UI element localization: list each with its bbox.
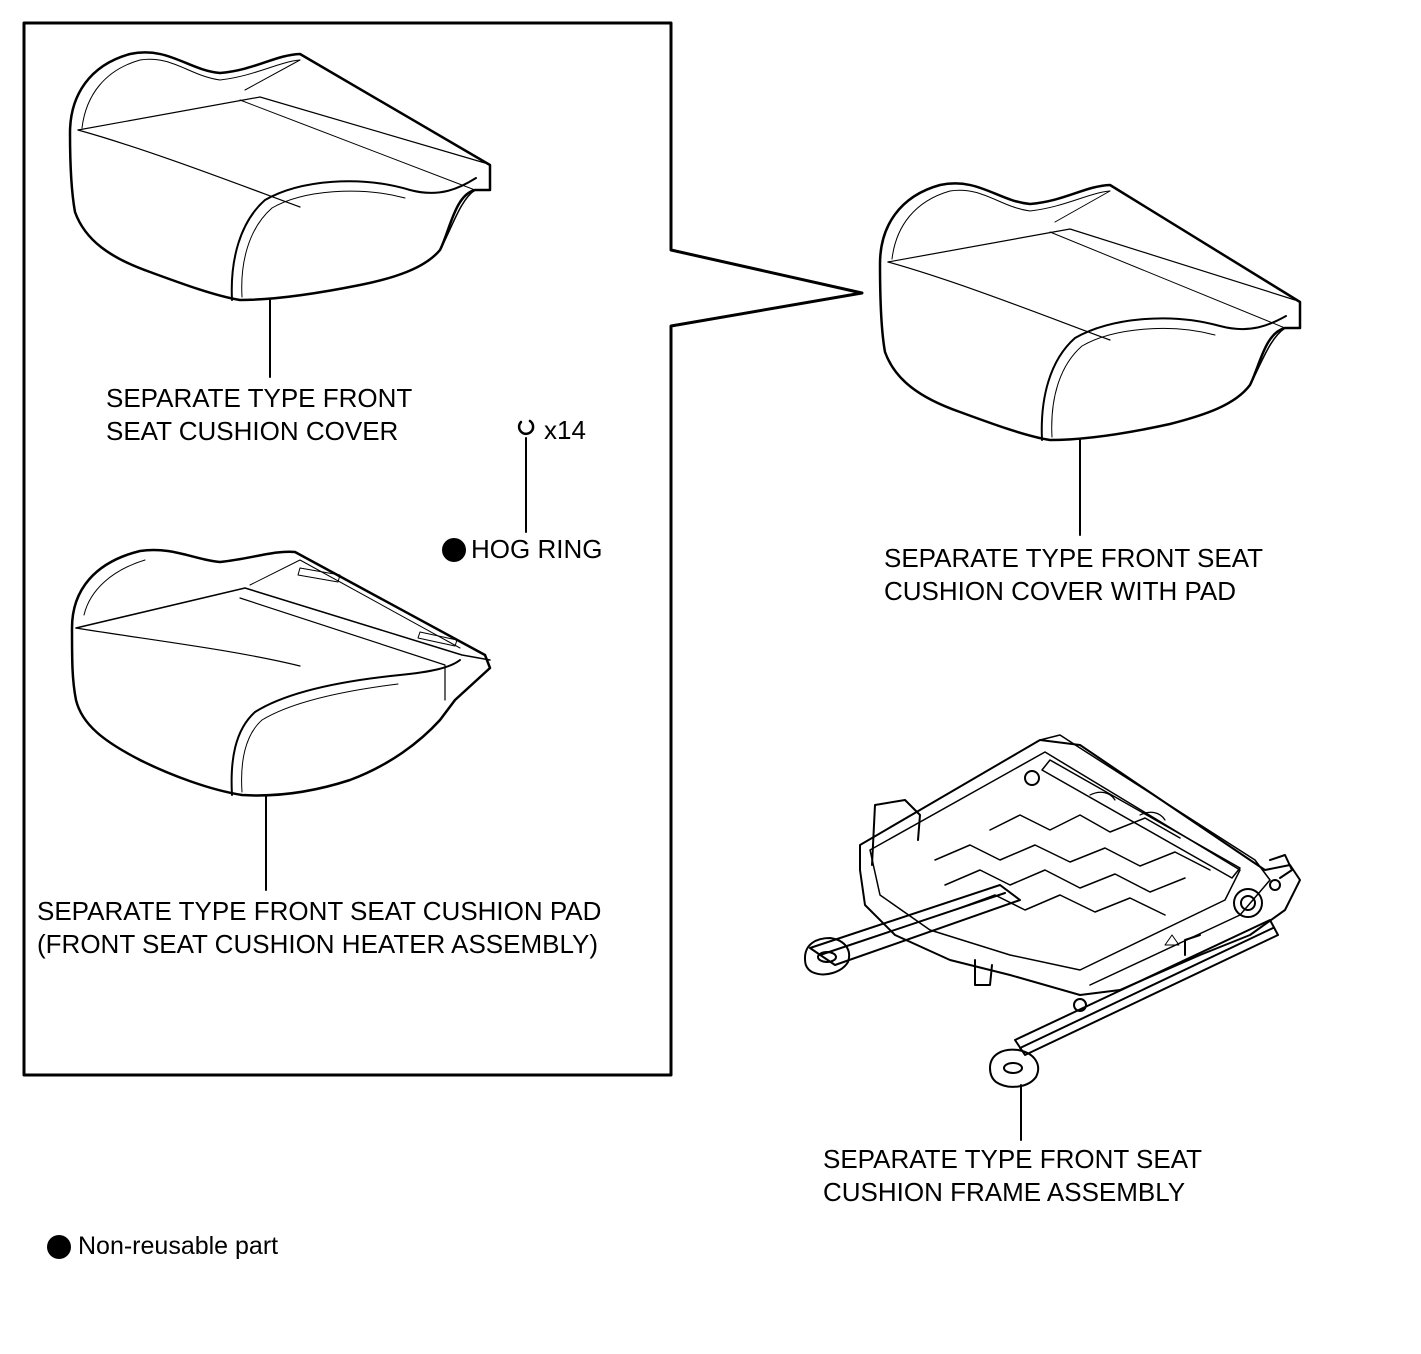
legend-non-reusable-text: Non-reusable part	[78, 1232, 279, 1260]
label-frame-assembly-line2: CUSHION FRAME ASSEMBLY	[823, 1177, 1186, 1207]
label-cushion-pad-line1: SEPARATE TYPE FRONT SEAT CUSHION PAD	[37, 896, 602, 926]
label-cover-with-pad-line1: SEPARATE TYPE FRONT SEAT	[884, 543, 1264, 573]
label-cushion-cover-line1: SEPARATE TYPE FRONT	[106, 383, 413, 413]
label-cover-with-pad: SEPARATE TYPE FRONT SEAT CUSHION COVER W…	[884, 542, 1263, 608]
detail-callout-frame	[22, 21, 864, 1077]
label-hog-ring: HOG RING	[471, 534, 603, 564]
label-frame-assembly: SEPARATE TYPE FRONT SEAT CUSHION FRAME A…	[823, 1143, 1202, 1209]
cushion-frame-assembly-illustration	[804, 734, 1301, 1088]
label-cushion-pad-line2: (FRONT SEAT CUSHION HEATER ASSEMBLY)	[37, 929, 599, 959]
label-cushion-pad: SEPARATE TYPE FRONT SEAT CUSHION PAD (FR…	[37, 895, 601, 961]
seat-cushion-cover-illustration	[68, 51, 492, 302]
hog-ring-icon	[517, 419, 535, 436]
cushion-cover-with-pad-illustration	[878, 182, 1302, 442]
label-cover-with-pad-line2: CUSHION COVER WITH PAD	[884, 576, 1236, 606]
label-hog-ring-qty: x14	[544, 415, 586, 445]
legend-non-reusable-icon	[47, 1235, 71, 1259]
label-cushion-cover-line2: SEAT CUSHION COVER	[106, 416, 399, 446]
seat-cushion-pad-illustration	[70, 548, 492, 797]
non-reusable-marker-icon	[442, 538, 466, 562]
label-frame-assembly-line1: SEPARATE TYPE FRONT SEAT	[823, 1144, 1203, 1174]
label-cushion-cover: SEPARATE TYPE FRONT SEAT CUSHION COVER	[106, 382, 412, 448]
